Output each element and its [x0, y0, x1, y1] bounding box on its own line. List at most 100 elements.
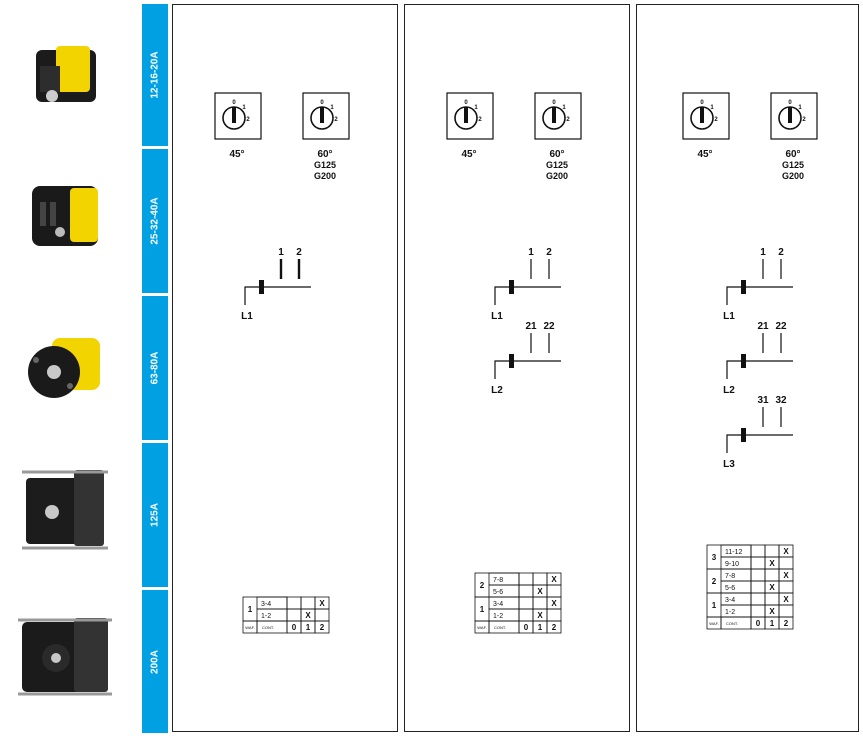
- table-header-wafer: WAF.: [709, 621, 718, 626]
- table-cell: [750, 556, 766, 570]
- dial-variant-label: G125: [314, 160, 336, 170]
- dial-pointer: [232, 107, 236, 123]
- dial-variant-label: G200: [314, 171, 336, 181]
- table-cell: [778, 556, 794, 570]
- pole-contact-block: [741, 280, 746, 294]
- line-label: L3: [723, 459, 735, 470]
- table-cell: [314, 608, 330, 622]
- table-cell: [518, 572, 534, 586]
- table-cell: [532, 596, 548, 610]
- table-cell: [778, 604, 794, 618]
- table-cell: [778, 616, 794, 630]
- dial-pos-2: 2: [334, 117, 338, 123]
- table-cell: [750, 592, 766, 606]
- switch-photo-200a: [18, 618, 112, 696]
- table-mark: X: [551, 599, 557, 608]
- table-cell: [518, 584, 534, 598]
- dial-pos-1: 1: [242, 105, 246, 111]
- table-cell: [546, 608, 562, 622]
- table-cell: [750, 544, 766, 558]
- rating-tab: 25-32-40A: [142, 149, 168, 293]
- rating-label: 125A: [149, 503, 161, 527]
- table-cell: [750, 568, 766, 582]
- dial-pos-1: 1: [710, 105, 714, 111]
- table-mark: X: [551, 575, 557, 584]
- line-label: L1: [491, 311, 503, 322]
- table-cell: [286, 608, 302, 622]
- rating-label: 12-16-20A: [149, 51, 161, 99]
- terminal-label: 2: [296, 247, 302, 258]
- table-header-wafer: WAF.: [245, 625, 254, 630]
- pole-wire: [726, 360, 793, 379]
- table-cell: [546, 584, 562, 598]
- dial-angle-label: 45°: [229, 149, 244, 160]
- terminal-label: 1: [278, 247, 284, 258]
- rating-tab: 125A: [142, 443, 168, 587]
- rating-label: 63-80A: [149, 351, 161, 385]
- table-cell: [764, 568, 780, 582]
- table-mark: X: [783, 595, 789, 604]
- table-mark: X: [319, 599, 325, 608]
- table-cell: [750, 604, 766, 618]
- table-position-header: 1: [306, 623, 311, 632]
- table-cell: [750, 580, 766, 594]
- table-cell: [546, 620, 562, 634]
- terminal-label: 2: [778, 247, 784, 258]
- pole-schematic: 1 2L1: [491, 247, 561, 322]
- dial-pos-0: 0: [552, 100, 556, 106]
- table-header-contact: CONT.: [262, 625, 274, 630]
- switch-photo-12-20a: [36, 46, 96, 102]
- table-position-header: 1: [538, 623, 543, 632]
- pole-contact-block: [741, 354, 746, 368]
- table-cell: [314, 620, 330, 634]
- table-mark: X: [769, 607, 775, 616]
- dial-variant-label: G200: [546, 171, 568, 181]
- terminal-label: 2: [546, 247, 552, 258]
- dial-pos-0: 0: [700, 100, 704, 106]
- table-contact-pair: 7-8: [493, 577, 503, 584]
- dial-pos-0: 0: [788, 100, 792, 106]
- dial-angle-label: 45°: [461, 149, 476, 160]
- table-mark: X: [537, 611, 543, 620]
- terminal-label: 21: [525, 321, 537, 332]
- table-mark: X: [537, 587, 543, 596]
- terminal-label: 22: [543, 321, 555, 332]
- line-label: L2: [491, 385, 503, 396]
- table-contact-pair: 9-10: [725, 561, 739, 568]
- dial-pos-1: 1: [330, 105, 334, 111]
- dial-pos-0: 0: [320, 100, 324, 106]
- table-header-contact: CONT.: [726, 621, 738, 626]
- table-contact-pair: 7-8: [725, 573, 735, 580]
- dial-variant-label: G200: [782, 171, 804, 181]
- dial-pointer: [552, 107, 556, 123]
- terminal-label: 1: [760, 247, 766, 258]
- table-cell: [286, 596, 302, 610]
- rating-label: 25-32-40A: [149, 197, 161, 245]
- table-contact-pair: 11-12: [725, 549, 742, 556]
- dial-pointer: [788, 107, 792, 123]
- rating-tab: 200A: [142, 590, 168, 733]
- table-cell: [778, 580, 794, 594]
- pole-contact-block: [509, 280, 514, 294]
- dial-angle-label: 60°: [549, 149, 564, 160]
- pole-wire: [244, 286, 311, 305]
- terminal-label: 1: [528, 247, 534, 258]
- dial-pos-1: 1: [474, 105, 478, 111]
- table-wafer-number: 2: [712, 577, 717, 586]
- table-header-contact: CONT.: [494, 625, 506, 630]
- table-mark: X: [783, 571, 789, 580]
- table-cell: [532, 572, 548, 586]
